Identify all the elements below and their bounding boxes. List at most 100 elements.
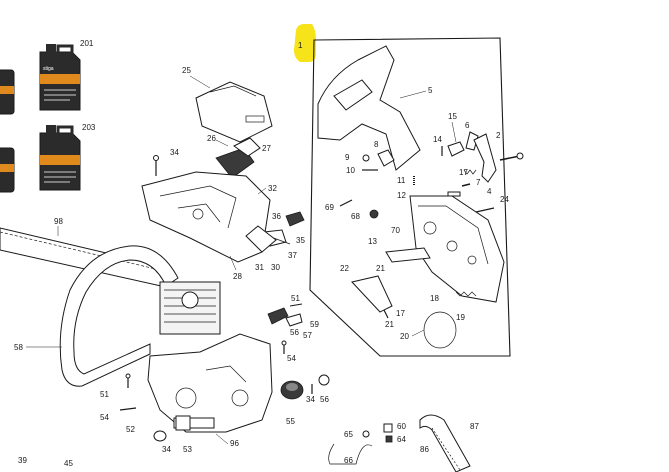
engine-block [159, 281, 221, 335]
screw-24 [475, 207, 495, 213]
callout-37: 37 [288, 251, 297, 260]
callout-17-upper: 17 [459, 168, 468, 177]
screw-21-lower [383, 309, 389, 319]
callout-52: 52 [126, 425, 135, 434]
lever-4 [473, 133, 497, 183]
callout-96: 96 [230, 439, 239, 448]
spring-7 [463, 169, 477, 175]
air-filter [215, 137, 261, 179]
callout-56-bottom: 56 [320, 395, 329, 404]
callout-34-top: 34 [170, 148, 179, 157]
oil-pump-55 [280, 380, 304, 400]
callout-17-lower: 17 [396, 309, 405, 318]
callout-10: 10 [346, 166, 355, 175]
callout-8: 8 [374, 140, 379, 149]
callout-64: 64 [397, 435, 406, 444]
callout-12: 12 [397, 191, 406, 200]
callout-66: 66 [344, 456, 353, 465]
air-filter-cover [195, 81, 273, 143]
callout-34-bottom-right: 34 [306, 395, 315, 404]
callout-59: 59 [310, 320, 319, 329]
callout-19: 19 [456, 313, 465, 322]
screw-34-top [153, 155, 159, 176]
callout-28: 28 [233, 272, 242, 281]
callout-6: 6 [465, 121, 470, 130]
pin-17-upper [461, 183, 471, 187]
callout-18: 18 [430, 294, 439, 303]
callout-54-right: 54 [287, 354, 296, 363]
pin-17-mid [447, 191, 461, 197]
screw-69 [339, 199, 353, 207]
oil-can-left-top [0, 69, 15, 115]
callout-53: 53 [183, 445, 192, 454]
screw-54-left [119, 407, 137, 411]
callout-5: 5 [428, 86, 433, 95]
top-housing [141, 171, 271, 263]
callout-21-lower: 21 [385, 320, 394, 329]
callout-30: 30 [271, 263, 280, 272]
part-8 [377, 149, 395, 167]
callout-26: 26 [207, 134, 216, 143]
callout-87: 87 [470, 422, 479, 431]
callout-15: 15 [448, 112, 457, 121]
part-36 [285, 211, 305, 227]
spring-19 [455, 291, 477, 297]
callout-1: 1 [298, 41, 303, 50]
callout-98: 98 [54, 217, 63, 226]
callout-57: 57 [303, 331, 312, 340]
nut-68 [369, 209, 379, 219]
callout-32: 32 [268, 184, 277, 193]
callout-13: 13 [368, 237, 377, 246]
callout-201: 201 [80, 39, 94, 48]
callout-35: 35 [296, 236, 305, 245]
rear-handle-guard-5 [317, 45, 421, 171]
callout-68: 68 [351, 212, 360, 221]
plate-13 [385, 247, 431, 263]
callout-31: 31 [255, 263, 264, 272]
part-53 [175, 415, 191, 431]
part-65 [362, 430, 370, 438]
callout-69: 69 [325, 203, 334, 212]
screw-54-right [281, 340, 287, 354]
callout-55: 55 [286, 417, 295, 426]
part-30-31 [245, 225, 277, 253]
assembly-1-boundary [309, 37, 511, 357]
front-handle-bar [59, 245, 179, 387]
part-6 [465, 131, 479, 151]
callout-20: 20 [400, 332, 409, 341]
callout-56: 56 [290, 328, 299, 337]
callout-27: 27 [262, 144, 271, 153]
callout-45: 45 [64, 459, 73, 468]
part-60-64 [383, 423, 393, 443]
washer-9 [362, 154, 370, 162]
callout-36: 36 [272, 212, 281, 221]
callout-9: 9 [345, 153, 350, 162]
callout-65: 65 [344, 430, 353, 439]
crankcase [147, 333, 273, 433]
callout-7: 7 [476, 178, 481, 187]
callout-22: 22 [340, 264, 349, 273]
callout-24: 24 [500, 195, 509, 204]
callout-203: 203 [82, 123, 96, 132]
callout-58: 58 [14, 343, 23, 352]
washer-56 [318, 374, 330, 386]
callout-60: 60 [397, 422, 406, 431]
cap-52 [153, 430, 167, 442]
part-22 [351, 275, 393, 313]
callout-86: 86 [420, 445, 429, 454]
hose-87 [419, 414, 471, 472]
screw-51-left [125, 373, 131, 388]
callout-4: 4 [487, 187, 492, 196]
callout-14: 14 [433, 135, 442, 144]
oil-can-brand: stiga [43, 66, 54, 72]
callout-51-left: 51 [100, 390, 109, 399]
callout-70: 70 [391, 226, 400, 235]
oil-can-left-bottom [0, 147, 15, 193]
bolt-2 [499, 152, 524, 161]
callout-11: 11 [397, 176, 406, 185]
callout-54-left: 54 [100, 413, 109, 422]
part-59-57 [267, 303, 303, 327]
brake-band-20 [423, 311, 457, 349]
callout-34-bottom: 34 [162, 445, 171, 454]
